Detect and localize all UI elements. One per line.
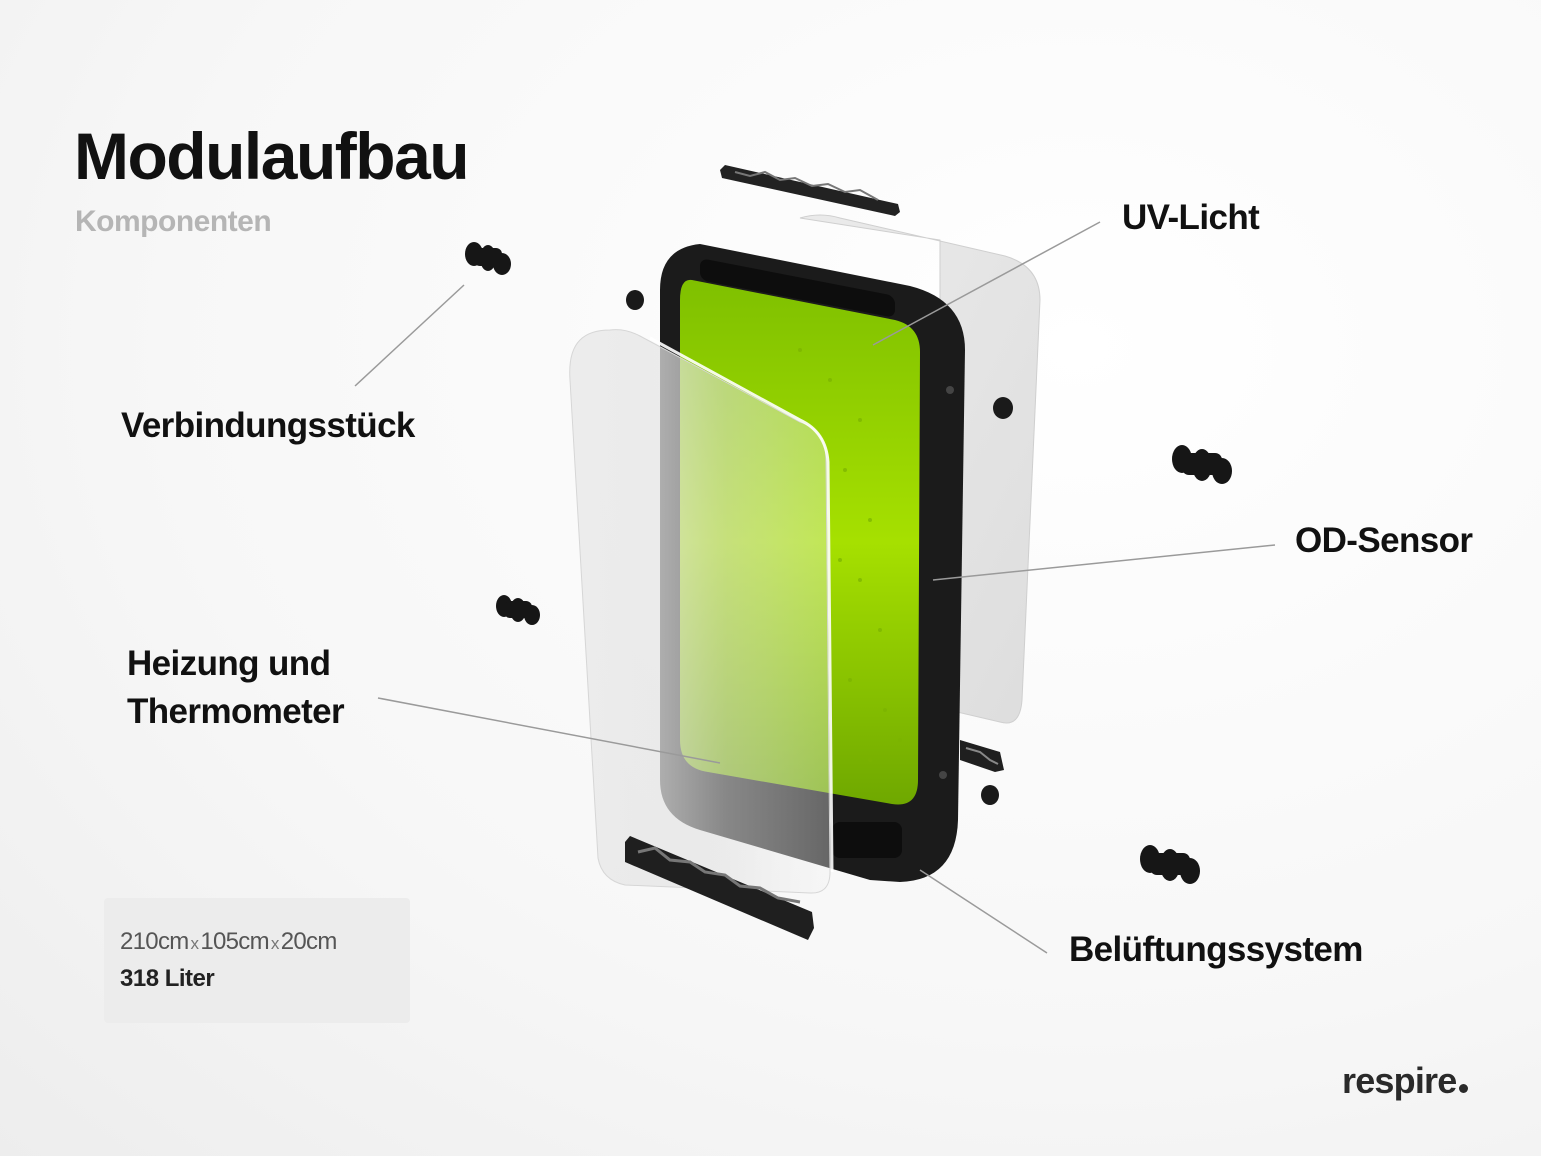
connector-small (626, 290, 1013, 805)
brand-name: respire (1342, 1060, 1457, 1101)
label-verbindungsstueck: Verbindungsstück (121, 406, 415, 445)
brand-dot-icon (1459, 1084, 1469, 1093)
volume: 318 Liter (120, 965, 215, 992)
connector-threaded (465, 242, 1232, 884)
dimension-depth: 105cm (200, 928, 269, 955)
dimension-height: 20cm (280, 928, 338, 955)
label-belueftungssystem: Belüftungssystem (1069, 930, 1363, 969)
dimension-width: 210cm (120, 928, 189, 955)
back-glass-panel (799, 214, 1041, 724)
label-heizung-line2: Thermometer (127, 692, 345, 731)
bottom-vent-plate (625, 836, 814, 940)
label-heizung-thermometer: Heizung und Thermometer (127, 640, 345, 736)
front-glass-panel (569, 329, 831, 894)
leader-belueftung (919, 869, 1048, 954)
page-title: Modulaufbau (74, 119, 470, 193)
label-od-sensor: OD-Sensor (1295, 521, 1473, 560)
leader-uv (872, 221, 1101, 346)
label-uv-licht: UV-Licht (1122, 198, 1260, 237)
dimension-separator: x (190, 934, 199, 953)
brand-logo: respire (1342, 1060, 1469, 1102)
top-vent-plate (720, 165, 900, 216)
dimension-separator: x (270, 934, 279, 953)
leader-od (932, 544, 1276, 581)
leader-heizung (377, 697, 721, 764)
label-heizung-line1: Heizung und (127, 644, 331, 683)
leader-verbindung (354, 284, 465, 387)
side-vent-plate (960, 740, 1004, 772)
page-subtitle: Komponenten (75, 205, 272, 238)
leader-lines (354, 221, 1276, 954)
